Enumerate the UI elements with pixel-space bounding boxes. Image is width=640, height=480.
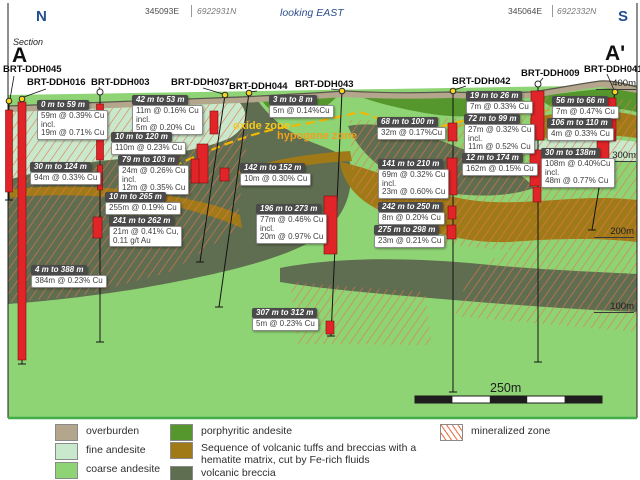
scale-bar — [414, 395, 603, 404]
elevation-400m: 400m — [596, 78, 636, 90]
left-easting: 345093E — [145, 6, 180, 16]
legend-swatch-volcanic-breccia — [170, 466, 193, 480]
legend-item-porphyritic-andesite: porphyritic andesite — [170, 424, 292, 441]
section-end-label: A' — [605, 42, 626, 65]
assay-callout: 142 m to 152 m 10m @ 0.30% Cu — [240, 163, 312, 186]
assay-callout: 307 m to 312 m 5m @ 0.23% Cu — [252, 308, 319, 331]
drill-trace-brt-ddh044 — [215, 92, 250, 308]
hypogene-zone-label: hypogene zone — [277, 130, 358, 142]
elevation-100m: 100m — [594, 301, 634, 313]
drillhole-label-brt-ddh043: BRT-DDH043 — [295, 79, 354, 90]
legend-label: mineralized zone — [471, 425, 551, 437]
legend-item-volcanic-breccia: volcanic breccia — [170, 466, 276, 480]
drillhole-label-brt-ddh042: BRT-DDH042 — [452, 76, 511, 87]
elevation-300m: 300m — [596, 150, 636, 162]
legend-label: fine andesite — [86, 444, 146, 456]
legend-swatch-overburden — [55, 424, 78, 441]
assay-callout: 3 m to 8 m 5m @ 0.14%Cu — [269, 95, 334, 118]
assay-callout: 10 m to 265 m 255m @ 0.19% Cu — [105, 192, 181, 215]
drillhole-label-brt-ddh045: BRT-DDH045 — [3, 64, 62, 75]
view-direction-label: looking EAST — [280, 7, 344, 19]
assay-callout: 275 m to 298 m 23m @ 0.21% Cu — [374, 225, 446, 248]
legend-item-mineralized-zone: mineralized zone — [440, 424, 550, 441]
oxide-hypogene-boundary — [159, 106, 535, 174]
coord-separator-right — [552, 5, 553, 17]
collar-brt-ddh043 — [338, 87, 346, 95]
assay-callout: 242 m to 250 m 8m @ 0.20% Cu — [378, 202, 445, 225]
assay-callout: 241 m to 262 m 21m @ 0.41% Cu,0.11 g/t A… — [109, 216, 183, 247]
collar-brt-ddh042 — [449, 87, 457, 95]
collar-brt-ddh045 — [5, 97, 13, 105]
legend-item-overburden: overburden — [55, 424, 139, 441]
drillhole-label-brt-ddh041: BRT-DDH041 — [584, 64, 640, 75]
left-northing: 6922931N — [197, 6, 237, 16]
legend-swatch-coarse-andesite — [55, 462, 78, 479]
assay-callout: 56 m to 66 m 7m @ 0.47% Cu — [552, 96, 619, 119]
collar-brt-ddh037 — [221, 91, 229, 99]
drillhole-label-brt-ddh044: BRT-DDH044 — [229, 81, 288, 92]
collar-brt-ddh016 — [18, 95, 26, 103]
section-start-label: A — [12, 44, 28, 67]
collar-brt-ddh003 — [96, 88, 104, 96]
legend-label: Sequence of volcanic tuffs and breccias … — [201, 442, 417, 466]
assay-callout: 4 m to 388 m 384m @ 0.23% Cu — [31, 265, 107, 288]
legend-swatch-porphyritic-andesite — [170, 424, 193, 441]
drill-trace-brt-ddh016 — [17, 99, 27, 365]
drillhole-label-brt-ddh009: BRT-DDH009 — [521, 68, 580, 79]
compass-north: N — [36, 8, 47, 25]
drill-trace-brt-ddh037 — [190, 94, 226, 263]
compass-south: S — [618, 8, 629, 25]
collar-brt-ddh041 — [611, 88, 619, 96]
drill-trace-brt-ddh045 — [5, 101, 13, 201]
elevation-200m: 200m — [594, 226, 634, 238]
scale-bar-label: 250m — [490, 381, 522, 395]
collar-brt-ddh009 — [534, 80, 542, 88]
legend-label: porphyritic andesite — [201, 425, 293, 437]
legend-item-fine-andesite: fine andesite — [55, 443, 146, 460]
right-northing: 6922332N — [557, 6, 597, 16]
coord-separator-left — [191, 5, 192, 17]
legend-label: overburden — [86, 425, 140, 437]
assay-callout: 12 m to 174 m 162m @ 0.15% Cu — [462, 153, 538, 176]
legend-item-coarse-andesite: coarse andesite — [55, 462, 160, 479]
legend-swatch-tuff-sequence — [170, 442, 193, 459]
collar-brt-ddh044 — [245, 89, 253, 97]
legend-label: volcanic breccia — [201, 467, 276, 479]
assay-callout: 106 m to 110 m 4m @ 0.33% Cu — [547, 118, 614, 141]
mineralized-zone-bottom-center — [290, 282, 432, 345]
assay-callout: 30 m to 124 m 94m @ 0.33% Cu — [30, 162, 102, 185]
assay-callout: 19 m to 26 m 7m @ 0.33% Cu — [466, 91, 533, 114]
legend-label: coarse andesite — [86, 463, 161, 475]
section-word: Section — [13, 37, 44, 47]
legend-swatch-mineralized-zone — [440, 424, 463, 441]
drillhole-label-brt-ddh037: BRT-DDH037 — [171, 77, 230, 88]
assay-callout: 68 m to 100 m 32m @ 0.17%Cu — [377, 117, 447, 140]
assay-callout: 10 m to 120 m 110m @ 0.23% Cu — [111, 132, 187, 155]
oxide-zone-label: oxide zone — [233, 120, 290, 132]
drillhole-label-brt-ddh003: BRT-DDH003 — [91, 77, 150, 88]
legend-swatch-fine-andesite — [55, 443, 78, 460]
drillhole-label-brt-ddh016: BRT-DDH016 — [27, 77, 86, 88]
right-easting: 345064E — [508, 6, 543, 16]
legend-item-tuff-sequence: Sequence of volcanic tuffs and breccias … — [170, 442, 451, 467]
